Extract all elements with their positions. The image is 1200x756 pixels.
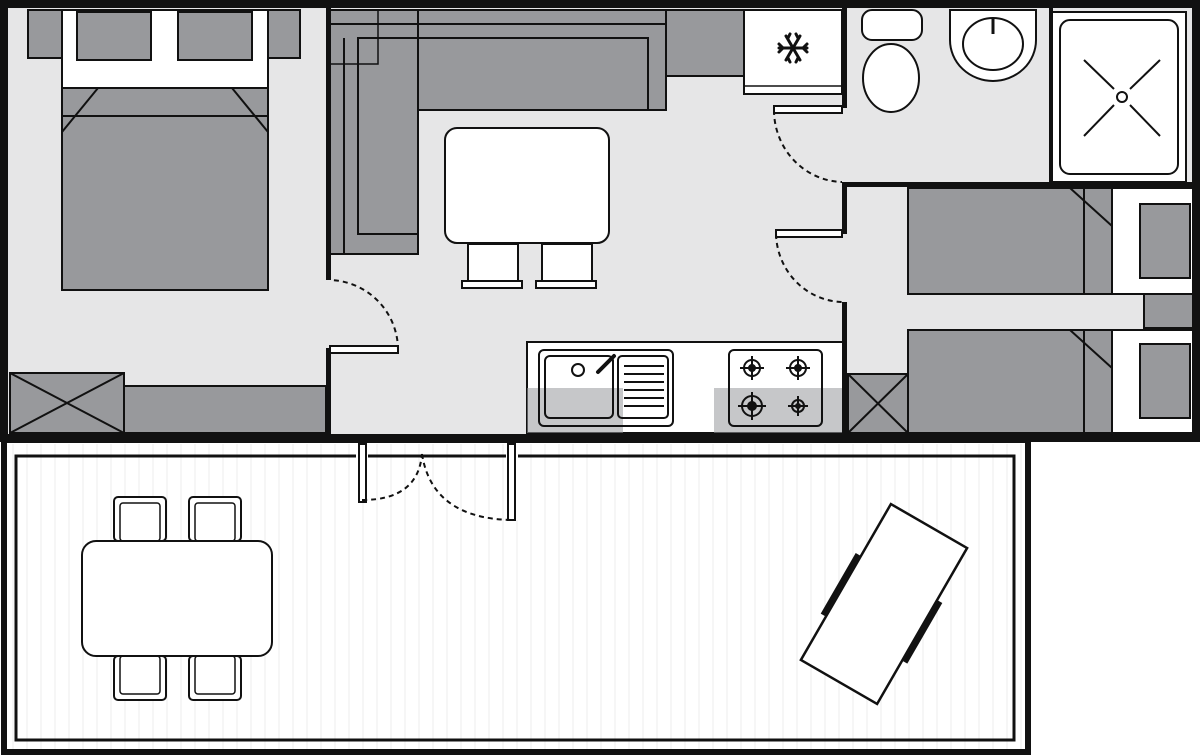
wall-bath-bottom — [842, 182, 1194, 187]
shower-tray — [1051, 11, 1187, 183]
bathroom-door — [773, 105, 843, 183]
wall-bath-left-upper — [842, 8, 847, 108]
wall-bedroom-upper — [326, 8, 331, 280]
master-bedroom — [9, 9, 327, 434]
dining-table — [444, 127, 610, 244]
storage-unit — [9, 372, 125, 434]
fridge — [743, 9, 843, 95]
nightstand-upper — [1111, 187, 1195, 295]
faucet — [596, 354, 616, 374]
wardrobe — [123, 385, 327, 434]
snowflake-icon — [777, 32, 809, 64]
terrace-double-door — [356, 443, 518, 521]
chair — [188, 655, 242, 701]
bedroom-door — [329, 279, 399, 354]
nightstand-left — [27, 9, 63, 59]
wall-bedroom-lower — [326, 348, 331, 434]
terrace — [81, 443, 969, 706]
toilet — [861, 9, 923, 113]
drainboard — [617, 355, 669, 419]
double-bed — [61, 9, 269, 291]
bathroom — [861, 9, 1187, 183]
chair — [113, 496, 167, 542]
burner-icon — [738, 356, 810, 420]
single-bed-upper — [907, 187, 1113, 295]
shower-drain-icon — [1083, 59, 1161, 137]
l-shaped-sofa — [329, 9, 667, 255]
interior-walls — [326, 8, 1194, 434]
living-kitchen — [329, 9, 844, 434]
wall-twin-left-lower — [842, 302, 847, 434]
pillow-left — [76, 11, 152, 61]
stool-left — [461, 243, 523, 289]
stool-right — [535, 243, 597, 289]
wall-bath-left-mid — [842, 182, 847, 234]
twin-bedroom-door — [775, 229, 843, 303]
terrace-outline-outer — [1, 437, 1031, 755]
gas-hob — [728, 349, 823, 427]
sink — [538, 349, 674, 427]
chair — [188, 496, 242, 542]
twin-bedroom — [847, 187, 1195, 434]
bed-duvet — [61, 87, 269, 291]
storage-unit-small — [847, 373, 909, 434]
pillow-right — [177, 11, 253, 61]
nightstand-right — [267, 9, 301, 59]
shelf-middle — [1143, 293, 1195, 329]
cabinet-top — [665, 9, 745, 77]
outdoor-dining-set — [81, 496, 273, 701]
nightstand-lower — [1111, 329, 1195, 434]
wall-shower-left — [1049, 8, 1053, 186]
single-bed-lower — [907, 329, 1113, 434]
outdoor-table — [81, 540, 273, 657]
washbasin — [949, 9, 1037, 82]
chair — [113, 655, 167, 701]
sun-lounger — [799, 502, 969, 706]
